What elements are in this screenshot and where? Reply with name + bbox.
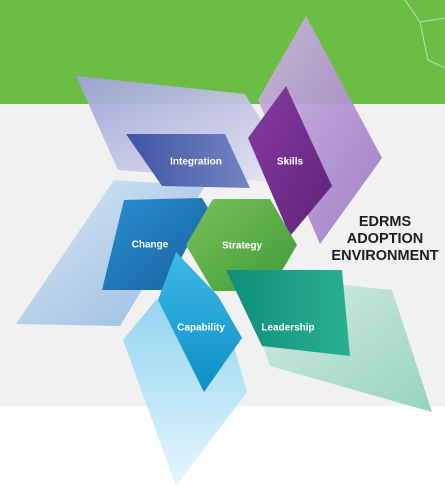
segment-capability[interactable] [158,252,242,392]
segment-strategy[interactable] [186,199,297,291]
segment-label-strategy: Strategy [222,241,262,252]
segment-label-leadership: Leadership [261,323,314,334]
corner-outline-icon [404,0,445,69]
segment-label-change: Change [132,240,169,251]
segment-label-skills: Skills [277,157,304,168]
title-line: EDRMS [358,214,412,230]
segment-change[interactable] [102,198,208,290]
petal-left-lavender [76,76,300,184]
petal-top-purple [258,16,382,244]
segment-leadership[interactable] [226,270,350,356]
segment-skills[interactable] [248,86,332,236]
diagram-title: EDRMS ADOPTION ENVIRONMENT [330,214,440,265]
segment-label-capability: Capability [177,323,225,334]
header-band [0,0,445,104]
segment-integration[interactable] [126,134,250,188]
title-line: ENVIRONMENT [331,248,439,264]
title-line: ADOPTION [346,231,424,247]
segment-label-integration: Integration [170,157,222,168]
